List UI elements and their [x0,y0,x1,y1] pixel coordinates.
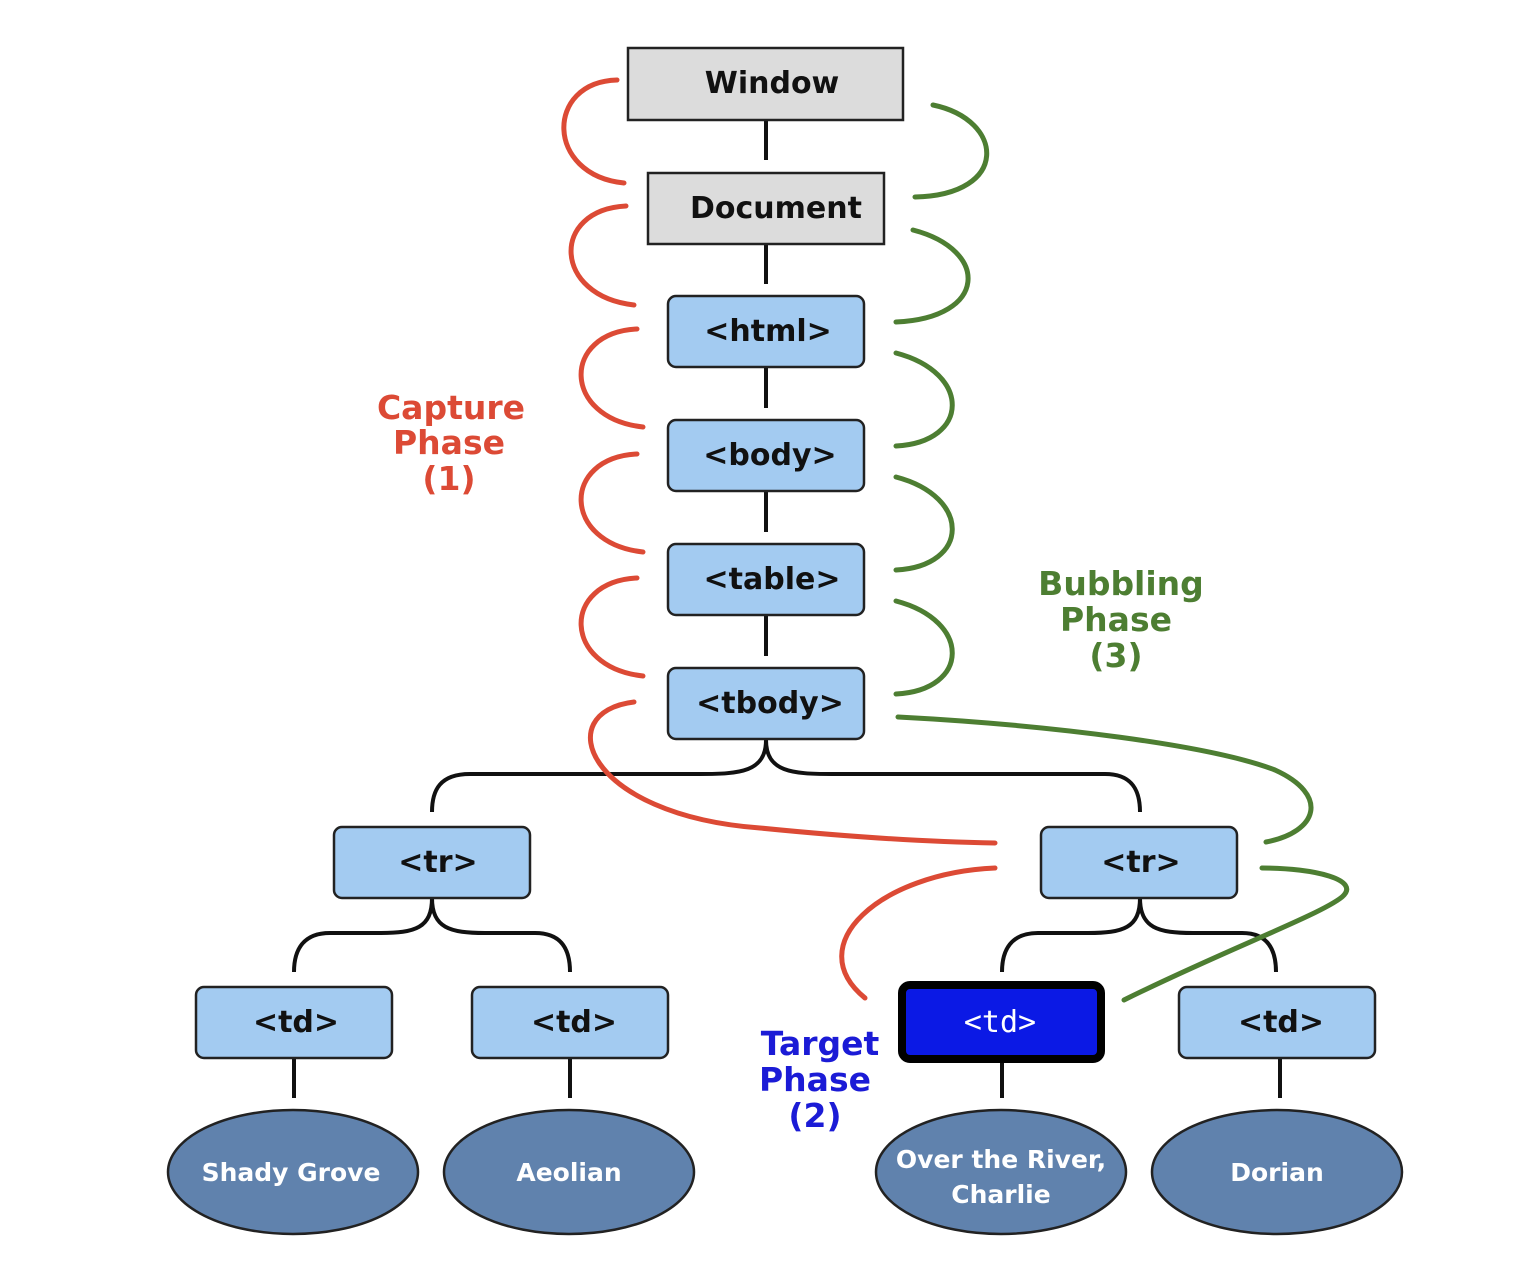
node-document-label: Document [690,191,862,226]
node-tbody: <tbody> [666,666,866,741]
node-table-label: <table> [704,562,841,597]
tree-connectors [292,120,1282,1098]
node-window-label: Window [705,66,840,101]
node-tbody-label: <tbody> [696,686,844,721]
node-td-1-label: <td> [253,1005,339,1040]
target-phase-line3: (2) [788,1096,841,1135]
bubbling-phase-line2: Phase [1060,600,1172,639]
node-body-label: <body> [703,438,836,473]
node-td-target: <td> [898,981,1105,1063]
node-body: <body> [666,418,866,493]
target-phase-label: Target Phase (2) [759,1024,880,1135]
node-table: <table> [666,542,866,617]
bubbling-arcs [893,102,1350,1003]
node-tr-left-label: <tr> [398,845,477,880]
node-td-4-label: <td> [1238,1005,1324,1040]
capture-arcs [561,77,998,1001]
node-tr-right-label: <tr> [1101,845,1180,880]
node-tr-right: <tr> [1039,825,1239,900]
leaf-aeolian-label: Aeolian [516,1158,621,1187]
node-window: Window [626,46,905,122]
leaf-shady-grove-label: Shady Grove [202,1158,381,1187]
node-tr-left: <tr> [332,825,532,900]
capture-phase-line2: Phase [393,423,505,462]
node-td-1: <td> [194,985,394,1060]
capture-phase-line1: Capture [377,388,525,427]
node-td-2: <td> [470,985,670,1060]
target-phase-line2: Phase [759,1060,871,1099]
node-td-target-label: <td> [964,1005,1036,1040]
bubbling-phase-line1: Bubbling [1038,564,1204,603]
leaf-shady-grove: Shady Grove [166,1108,420,1236]
leaf-aeolian: Aeolian [442,1108,696,1236]
node-document: Document [646,171,886,246]
node-td-2-label: <td> [531,1005,617,1040]
leaf-over-the-river-label-line1: Over the River, [896,1145,1106,1174]
target-phase-line1: Target [761,1024,880,1063]
node-html: <html> [666,294,866,369]
node-td-4: <td> [1177,985,1377,1060]
leaf-over-the-river: Over the River, Charlie [874,1108,1128,1236]
node-html-label: <html> [704,314,832,349]
capture-phase-label: Capture Phase (1) [377,388,525,498]
bubbling-phase-line3: (3) [1089,636,1142,675]
leaf-dorian: Dorian [1150,1108,1404,1236]
leaf-dorian-label: Dorian [1230,1158,1324,1187]
bubbling-phase-label: Bubbling Phase (3) [1038,564,1204,675]
leaf-over-the-river-label-line2: Charlie [951,1180,1050,1209]
capture-phase-line3: (1) [422,459,475,498]
